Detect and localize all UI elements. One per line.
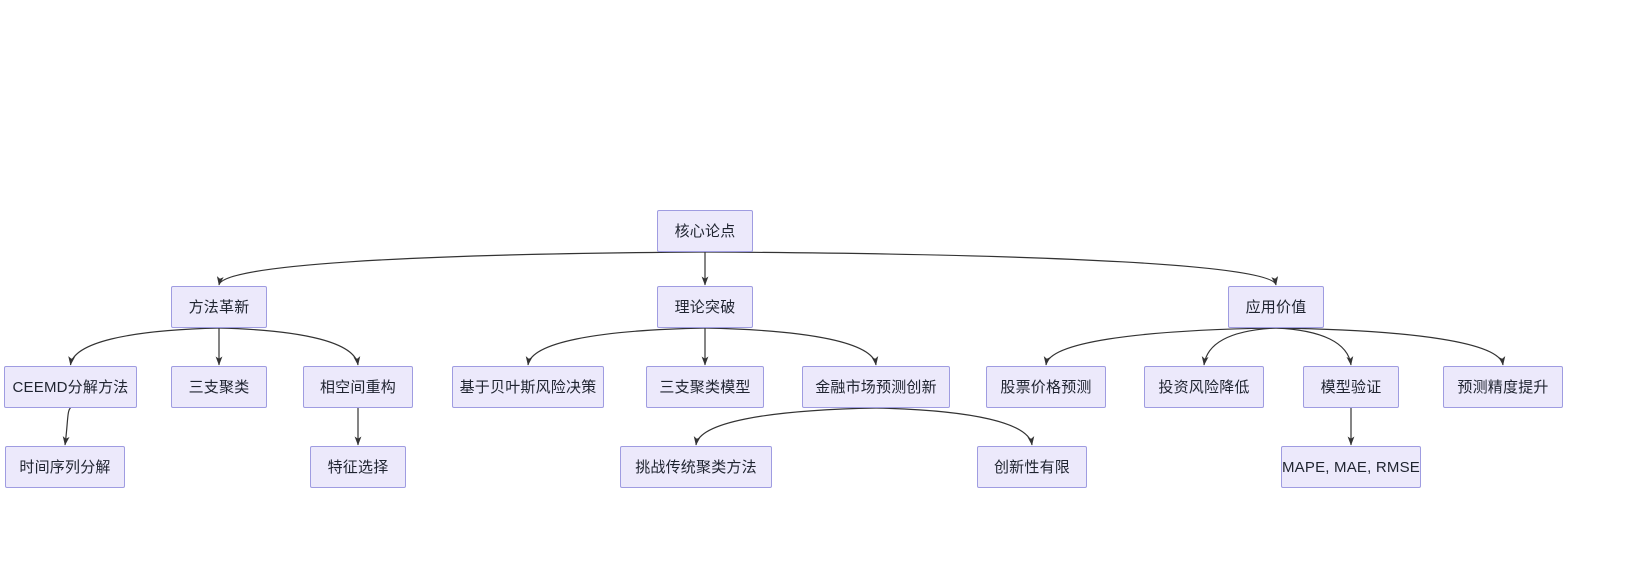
node-label: MAPE, MAE, RMSE: [1281, 458, 1421, 476]
node-label: 相空间重构: [319, 378, 396, 396]
node-limited[interactable]: 创新性有限: [977, 446, 1087, 488]
edge-application-to-stock: [1043, 327, 1277, 366]
edge-application-to-risk: [1201, 327, 1277, 366]
node-label: 基于贝叶斯风险决策: [459, 378, 597, 396]
node-label: 核心论点: [674, 222, 736, 240]
node-core[interactable]: 核心论点: [657, 210, 753, 252]
node-ceemd[interactable]: CEEMD分解方法: [4, 366, 137, 408]
node-application[interactable]: 应用价值: [1228, 286, 1324, 328]
edge-ceemd-to-tsdecomp: [62, 407, 71, 446]
node-finance[interactable]: 金融市场预测创新: [802, 366, 950, 408]
node-label: 特征选择: [327, 458, 389, 476]
node-label: 理论突破: [674, 298, 736, 316]
node-label: 预测精度提升: [1457, 378, 1549, 396]
node-label: 创新性有限: [993, 458, 1070, 476]
node-theory[interactable]: 理论突破: [657, 286, 753, 328]
node-stock[interactable]: 股票价格预测: [986, 366, 1106, 408]
node-label: 方法革新: [188, 298, 250, 316]
node-twaymodel[interactable]: 三支聚类模型: [646, 366, 764, 408]
node-label: 三支聚类: [188, 378, 250, 396]
node-risk[interactable]: 投资风险降低: [1144, 366, 1264, 408]
edge-finance-to-limited: [875, 407, 1035, 446]
node-label: 模型验证: [1320, 378, 1382, 396]
node-label: CEEMD分解方法: [12, 378, 129, 396]
edge-application-to-validate: [1275, 327, 1354, 366]
node-challenge[interactable]: 挑战传统聚类方法: [620, 446, 772, 488]
node-validate[interactable]: 模型验证: [1303, 366, 1399, 408]
edge-application-to-accuracy: [1275, 327, 1506, 366]
node-metrics[interactable]: MAPE, MAE, RMSE: [1281, 446, 1421, 488]
node-label: 股票价格预测: [1000, 378, 1092, 396]
node-tsdecomp[interactable]: 时间序列分解: [5, 446, 125, 488]
node-label: 挑战传统聚类方法: [635, 458, 757, 476]
node-tway[interactable]: 三支聚类: [171, 366, 267, 408]
edge-theory-to-finance: [704, 327, 879, 366]
node-label: 时间序列分解: [19, 458, 111, 476]
node-method[interactable]: 方法革新: [171, 286, 267, 328]
edge-paths: [62, 251, 1506, 446]
node-phase[interactable]: 相空间重构: [303, 366, 413, 408]
node-bayes[interactable]: 基于贝叶斯风险决策: [452, 366, 604, 408]
edge-core-to-method: [216, 251, 706, 286]
edge-finance-to-challenge: [693, 407, 877, 446]
node-label: 三支聚类模型: [659, 378, 751, 396]
edge-method-to-phase: [218, 327, 361, 366]
node-accuracy[interactable]: 预测精度提升: [1443, 366, 1563, 408]
edge-theory-to-bayes: [525, 327, 706, 366]
node-feature[interactable]: 特征选择: [310, 446, 406, 488]
edge-core-to-application: [704, 251, 1278, 286]
node-label: 投资风险降低: [1158, 378, 1250, 396]
node-label: 金融市场预测创新: [815, 378, 937, 396]
node-label: 应用价值: [1245, 298, 1307, 316]
edge-method-to-ceemd: [68, 327, 220, 366]
